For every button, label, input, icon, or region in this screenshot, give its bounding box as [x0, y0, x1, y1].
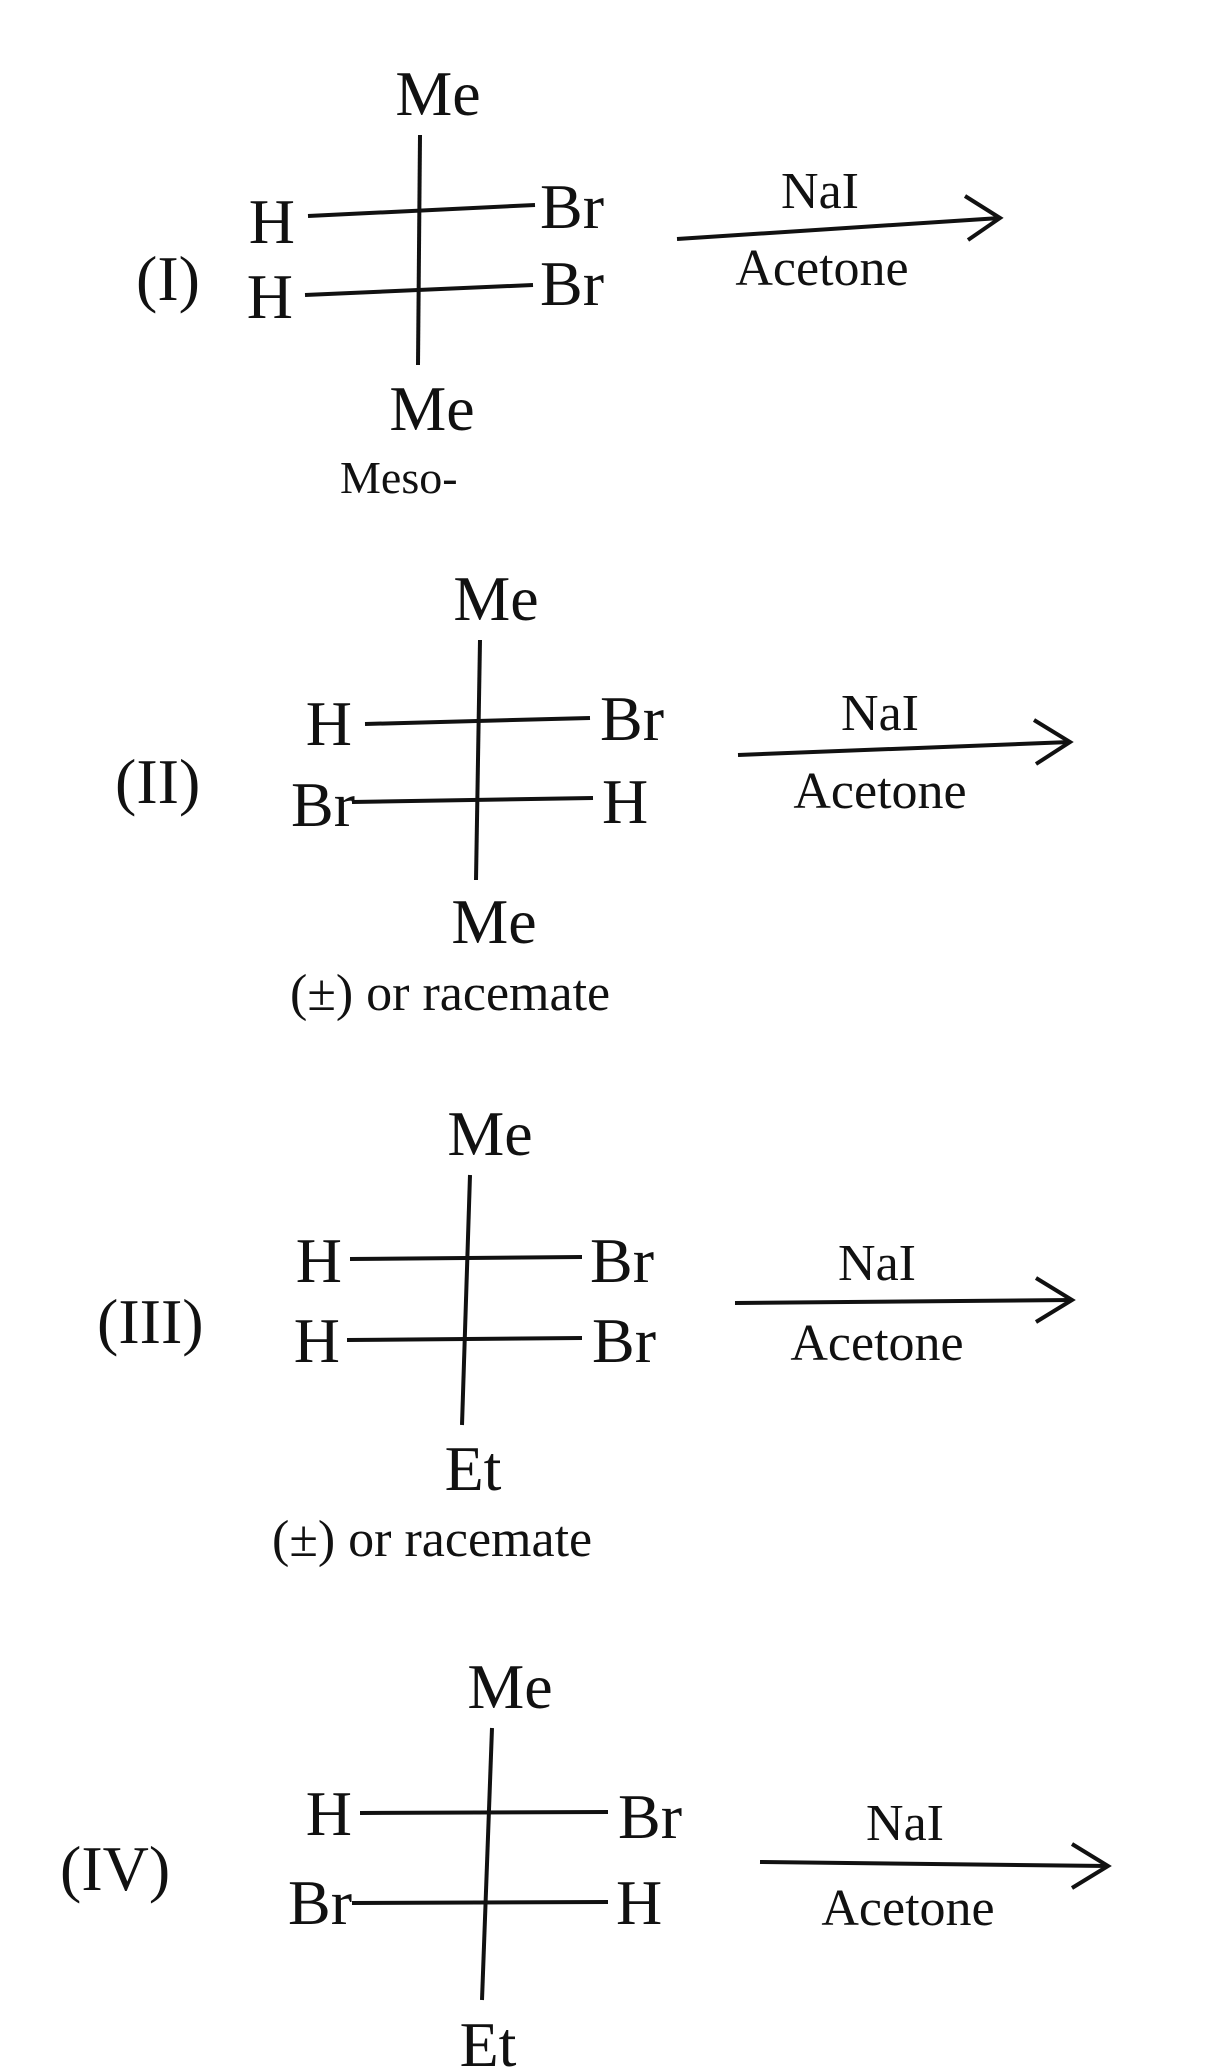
lower-left-group: Br [291, 769, 355, 840]
bottom-group: Me [451, 886, 536, 957]
upper-right-group: Br [540, 171, 604, 242]
compound-label: (I) [136, 243, 200, 314]
upper-horizontal-bond [349, 1255, 583, 1261]
vertical-bond [480, 1727, 494, 2001]
upper-right-group: Br [600, 683, 664, 754]
reaction-IV: Me H Br Br H (IV) Et NaI Acetone [60, 1651, 1112, 2072]
lower-horizontal-bond [351, 1900, 609, 1905]
reaction-I: Me H Br H Br (I) Me Meso- NaI Acetone [136, 58, 1004, 503]
lower-left-group: H [294, 1305, 340, 1376]
bottom-group: Me [389, 373, 474, 444]
upper-left-group: H [306, 1778, 352, 1849]
lower-right-group: Br [592, 1305, 656, 1376]
lower-horizontal-bond [351, 796, 594, 804]
upper-horizontal-bond [359, 1810, 609, 1815]
lower-right-group: H [602, 766, 648, 837]
compound-label: (II) [115, 746, 200, 817]
reaction-arrow-shaft [676, 216, 1001, 241]
upper-left-group: H [306, 688, 352, 759]
vertical-bond [416, 134, 422, 366]
reaction-arrow-shaft [734, 1298, 1073, 1305]
upper-horizontal-bond [307, 203, 536, 218]
bottom-group: Et [445, 1433, 502, 1504]
upper-horizontal-bond [364, 716, 591, 726]
stereo-descriptor: (±) or racemate [290, 965, 610, 1022]
reaction-III: Me H Br H Br (III) Et (±) or racemate Na… [97, 1098, 1076, 1568]
lower-horizontal-bond [346, 1336, 583, 1342]
lower-right-group: Br [540, 248, 604, 319]
upper-right-group: Br [618, 1781, 682, 1852]
stereo-descriptor: Meso- [340, 452, 458, 503]
reaction-arrow-shaft [759, 1860, 1109, 1868]
reaction-arrow-head [1070, 1842, 1112, 1890]
upper-right-group: Br [590, 1225, 654, 1296]
compound-label: (IV) [60, 1833, 170, 1904]
reagent-above: NaI [781, 163, 859, 220]
upper-left-group: H [296, 1225, 342, 1296]
reagent-below: Acetone [793, 763, 966, 820]
reagent-above: NaI [841, 685, 919, 742]
lower-left-group: H [247, 261, 293, 332]
reagent-above: NaI [838, 1235, 916, 1292]
top-group: Me [395, 58, 480, 129]
stereo-descriptor: (±) or racemate [272, 1511, 592, 1568]
top-group: Me [467, 1651, 552, 1722]
reagent-above: NaI [866, 1795, 944, 1852]
compound-label: (III) [97, 1286, 204, 1357]
reagent-below: Acetone [821, 1880, 994, 1937]
reaction-arrow-head [963, 194, 1004, 242]
reaction-arrow-head [1032, 718, 1074, 766]
top-group: Me [453, 563, 538, 634]
reaction-arrow-head [1034, 1276, 1076, 1324]
top-group: Me [447, 1098, 532, 1169]
reaction-II: Me H Br Br H (II) Me (±) or racemate NaI… [115, 563, 1074, 1022]
lower-left-group: Br [288, 1867, 352, 1938]
lower-horizontal-bond [304, 283, 534, 297]
vertical-bond [460, 1174, 472, 1426]
reagent-below: Acetone [790, 1315, 963, 1372]
lower-right-group: H [616, 1867, 662, 1938]
reaction-arrow-shaft [737, 740, 1071, 757]
reagent-below: Acetone [735, 240, 908, 297]
vertical-bond [474, 639, 482, 881]
upper-left-group: H [249, 186, 295, 257]
bottom-group: Et [460, 2009, 517, 2072]
